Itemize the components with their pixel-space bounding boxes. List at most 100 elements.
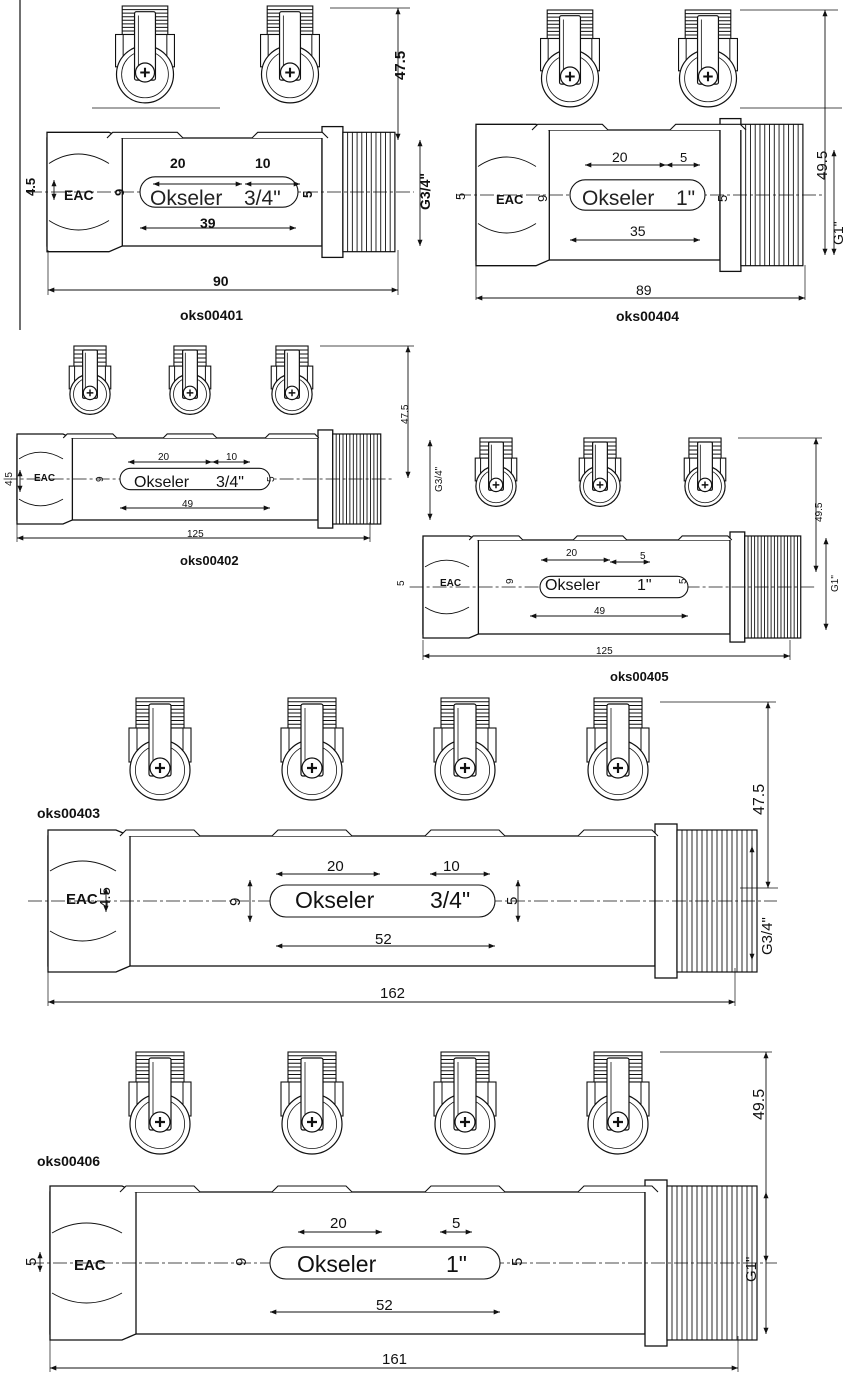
- dim-5: 5: [504, 897, 521, 905]
- thread-label: G3/4": [434, 466, 445, 492]
- dim-20: 20: [170, 155, 186, 171]
- socket-contour: [477, 156, 537, 234]
- screw-cross-icon: [285, 67, 295, 78]
- brand-slot: [119, 467, 271, 491]
- brand-label: Okseler: [582, 187, 654, 210]
- socket-contour: [424, 559, 470, 615]
- dim-9: 9: [505, 578, 516, 584]
- dim-9: 9: [95, 476, 106, 482]
- valve-seat: [669, 123, 747, 131]
- dim-9: 9: [227, 898, 244, 906]
- dim-20: 20: [327, 858, 344, 875]
- screw-cross-icon: [460, 1117, 470, 1127]
- product-code: oks00404: [616, 308, 679, 324]
- valve-seat: [264, 433, 320, 439]
- dim-20: 20: [566, 548, 578, 559]
- dim-5-left: 5: [453, 193, 468, 200]
- dim-5: 5: [678, 578, 689, 584]
- dim-length: 161: [382, 1351, 407, 1368]
- size-label: 3/4": [430, 887, 470, 913]
- screw-cross-icon: [613, 1117, 623, 1127]
- valve-seat: [424, 829, 506, 837]
- drawing-oks00403: oks00403 4.5 20 10 52 9 5 G3/4" 47.5 162…: [28, 697, 778, 1006]
- size-label: 1": [446, 1251, 467, 1277]
- thread-label: G3/4": [759, 917, 776, 955]
- screw-cross-icon: [86, 389, 94, 397]
- valve-seat: [251, 131, 329, 139]
- thread-label: G3/4": [417, 173, 433, 210]
- brand-slot: [269, 884, 496, 918]
- valve-seat: [572, 535, 628, 541]
- thread-label: G1": [830, 221, 846, 245]
- dim-10: 10: [226, 452, 238, 463]
- socket-contour: [49, 860, 117, 942]
- brand-slot: [569, 179, 706, 211]
- screw-cross-icon: [701, 481, 709, 489]
- product-code: oks00403: [37, 805, 100, 821]
- dim-10: 10: [255, 155, 271, 171]
- size-label: 1": [637, 577, 652, 594]
- dim-length: 125: [596, 646, 613, 657]
- eac-mark: EAC: [66, 891, 98, 908]
- screw-cross-icon: [307, 1117, 317, 1127]
- dim-height: 47.5: [751, 784, 768, 815]
- eac-mark: EAC: [64, 187, 94, 203]
- eac-mark: EAC: [496, 192, 524, 207]
- dim-height: 49.5: [751, 1089, 768, 1120]
- dim-4-5: 4.5: [4, 472, 15, 486]
- product-code: oks00401: [180, 307, 243, 323]
- screw-cross-icon: [288, 389, 296, 397]
- eac-mark: EAC: [74, 1257, 106, 1274]
- screw-cross-icon: [460, 763, 470, 773]
- dim-39: 39: [200, 215, 216, 231]
- dim-9: 9: [233, 1258, 250, 1266]
- product-code: oks00405: [610, 669, 669, 684]
- dim-49: 49: [182, 499, 194, 510]
- socket-contour: [18, 451, 64, 507]
- size-label: 3/4": [244, 187, 281, 210]
- dim-20: 20: [612, 149, 628, 165]
- screw-cross-icon: [613, 763, 623, 773]
- brand-label: Okseler: [295, 887, 375, 913]
- dim-52: 52: [375, 931, 392, 948]
- valve-seat: [106, 131, 184, 139]
- valve-seat: [677, 535, 733, 541]
- dim-5-top: 5: [640, 551, 646, 562]
- screw-cross-icon: [186, 389, 194, 397]
- screw-cross-icon: [596, 481, 604, 489]
- dim-5-top: 5: [452, 1215, 460, 1232]
- screw-cross-icon: [155, 1117, 165, 1127]
- dim-20: 20: [330, 1215, 347, 1232]
- valve-seat: [271, 1185, 353, 1193]
- dim-5-left: 5: [396, 580, 407, 586]
- valve-seat: [62, 433, 118, 439]
- dim-5-top: 5: [680, 150, 687, 165]
- dim-10: 10: [443, 858, 460, 875]
- size-label: 3/4": [216, 474, 244, 491]
- thread-label: G1": [830, 575, 841, 592]
- dim-5: 5: [266, 476, 277, 482]
- dim-35: 35: [630, 223, 646, 239]
- screw-cross-icon: [565, 71, 575, 82]
- dim-length: 125: [187, 529, 204, 540]
- valve-seat: [424, 1185, 506, 1193]
- dim-4-5: 4.5: [97, 887, 114, 908]
- drawing-oks00406: oks00406 5 20 5 52 9 5 G1" 49.5 161 Okse…: [23, 1051, 777, 1372]
- drawing-oks00401: 4.5 20 10 39 9 5 G3/4" 47.5 90 oks00401 …: [23, 5, 433, 323]
- dim-height: 49.5: [814, 151, 831, 180]
- eac-mark: EAC: [34, 473, 55, 484]
- thread-label: G1": [743, 1257, 760, 1282]
- dim-5-left: 5: [23, 1258, 40, 1266]
- valve-seat: [271, 829, 353, 837]
- dim-length: 162: [380, 985, 405, 1002]
- dim-9: 9: [535, 195, 550, 202]
- screw-cross-icon: [140, 67, 150, 78]
- drawing-oks00405: 5 20 5 49 9 5 G1" 49.5 125 oks00405 Okse…: [396, 437, 841, 684]
- eac-mark: EAC: [440, 578, 461, 589]
- dim-length: 89: [636, 282, 652, 298]
- brand-slot: [269, 1246, 501, 1280]
- socket-contour: [51, 1222, 123, 1304]
- dim-5: 5: [715, 195, 730, 202]
